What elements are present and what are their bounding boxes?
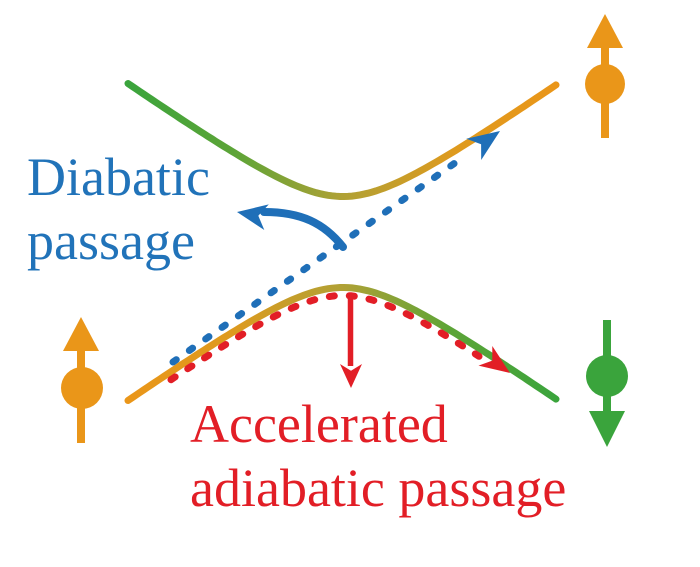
diabatic-passage-label: Diabatic passage <box>27 145 210 273</box>
diabatic-callout-arrowhead-icon <box>237 204 269 230</box>
spin-ball <box>586 355 628 397</box>
adiabatic-passage-arrowhead-icon <box>478 346 510 373</box>
spin-arrowhead-up <box>587 14 623 48</box>
spin-ball <box>585 64 625 104</box>
spin-arrowhead-down <box>589 411 625 447</box>
spin-down-icon <box>586 320 628 447</box>
diabatic-passage-label-line2: passage <box>27 211 195 271</box>
diabatic-passage-label-line1: Diabatic <box>27 147 210 207</box>
accelerated-adiabatic-passage-label: Accelerated adiabatic passage <box>190 392 566 520</box>
accelerated-adiabatic-passage-label-line2: adiabatic passage <box>190 458 567 518</box>
spin-up-icon <box>61 317 103 443</box>
spin-up-icon <box>585 14 625 138</box>
upper-adiabatic-curve <box>124 80 560 200</box>
diabatic-callout-curved-arrow <box>260 208 347 251</box>
adiabatic-callout-arrowhead-icon <box>340 364 362 388</box>
spin-ball <box>61 367 103 409</box>
lower-adiabatic-curve <box>124 284 560 404</box>
diabatic-passage-dashed-line <box>169 154 466 366</box>
adiabatic-passage-dashed-path <box>167 291 483 384</box>
accelerated-adiabatic-passage-label-line1: Accelerated <box>190 394 448 454</box>
spin-arrowhead-up <box>63 317 99 351</box>
diabatic-passage-arrowhead-icon <box>466 131 500 160</box>
